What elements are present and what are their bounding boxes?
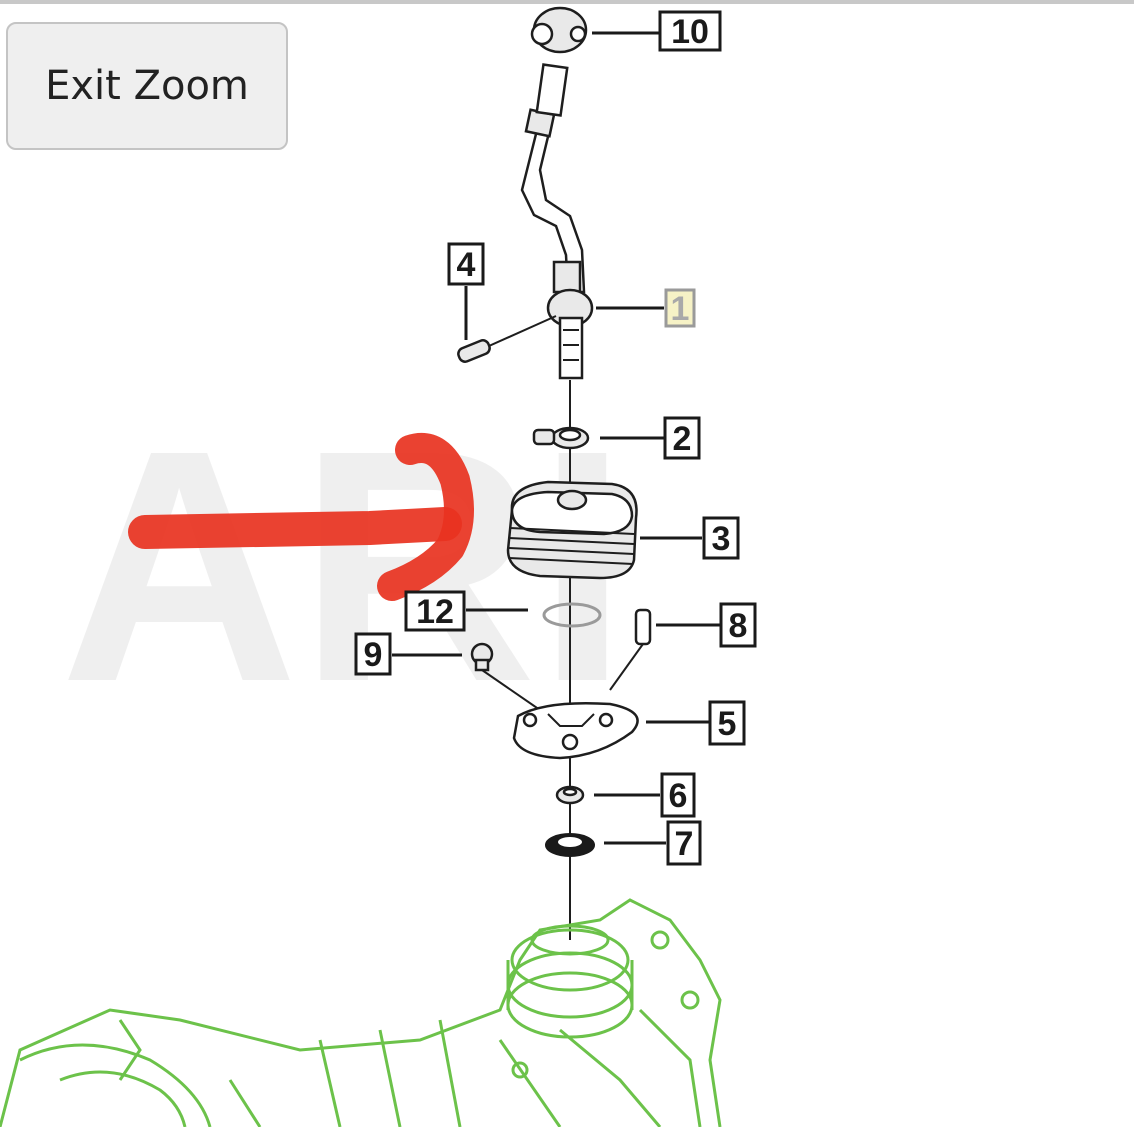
callout-6[interactable]: 6	[660, 772, 696, 818]
callout-3[interactable]: 3	[702, 516, 740, 560]
part-7-seal	[545, 833, 595, 857]
part-2-clip	[532, 426, 590, 450]
callout-8-label: 8	[729, 607, 748, 645]
callout-7-label: 7	[675, 825, 694, 863]
callout-7[interactable]: 7	[666, 820, 702, 866]
part-1-shift-lever	[546, 288, 594, 380]
callout-1-label: 1	[671, 290, 690, 328]
callout-8[interactable]: 8	[719, 602, 757, 648]
red-arrow-icon	[128, 433, 474, 601]
callout-4[interactable]: 4	[447, 242, 485, 286]
callout-4-label: 4	[457, 246, 476, 284]
part-12-ring	[542, 602, 602, 628]
part-6-washer	[555, 785, 585, 805]
part-3-boot	[506, 480, 638, 580]
callout-9-label: 9	[364, 636, 383, 674]
callout-2[interactable]: 2	[663, 416, 701, 460]
top-rule	[0, 0, 1134, 4]
part-10-shift-top	[530, 6, 588, 54]
part-8-dowel	[609, 608, 652, 691]
callout-1[interactable]: 1	[664, 288, 696, 328]
callout-6-label: 6	[669, 777, 688, 815]
callout-10[interactable]: 10	[658, 10, 722, 52]
callout-10-label: 10	[671, 13, 709, 51]
part-4-pin	[457, 315, 557, 363]
part-9-bolt	[470, 642, 541, 711]
transmission-housing	[0, 898, 722, 1127]
callout-12-label: 12	[416, 593, 454, 631]
shift-rod	[520, 63, 586, 294]
callout-5[interactable]: 5	[708, 700, 746, 746]
callout-3-label: 3	[712, 520, 731, 558]
callout-5-label: 5	[718, 705, 737, 743]
callout-2-label: 2	[673, 420, 692, 458]
exit-zoom-button[interactable]: Exit Zoom	[6, 22, 288, 150]
part-5-base-plate	[512, 701, 639, 760]
callout-12[interactable]: 12	[404, 590, 466, 632]
callout-9[interactable]: 9	[354, 632, 392, 676]
